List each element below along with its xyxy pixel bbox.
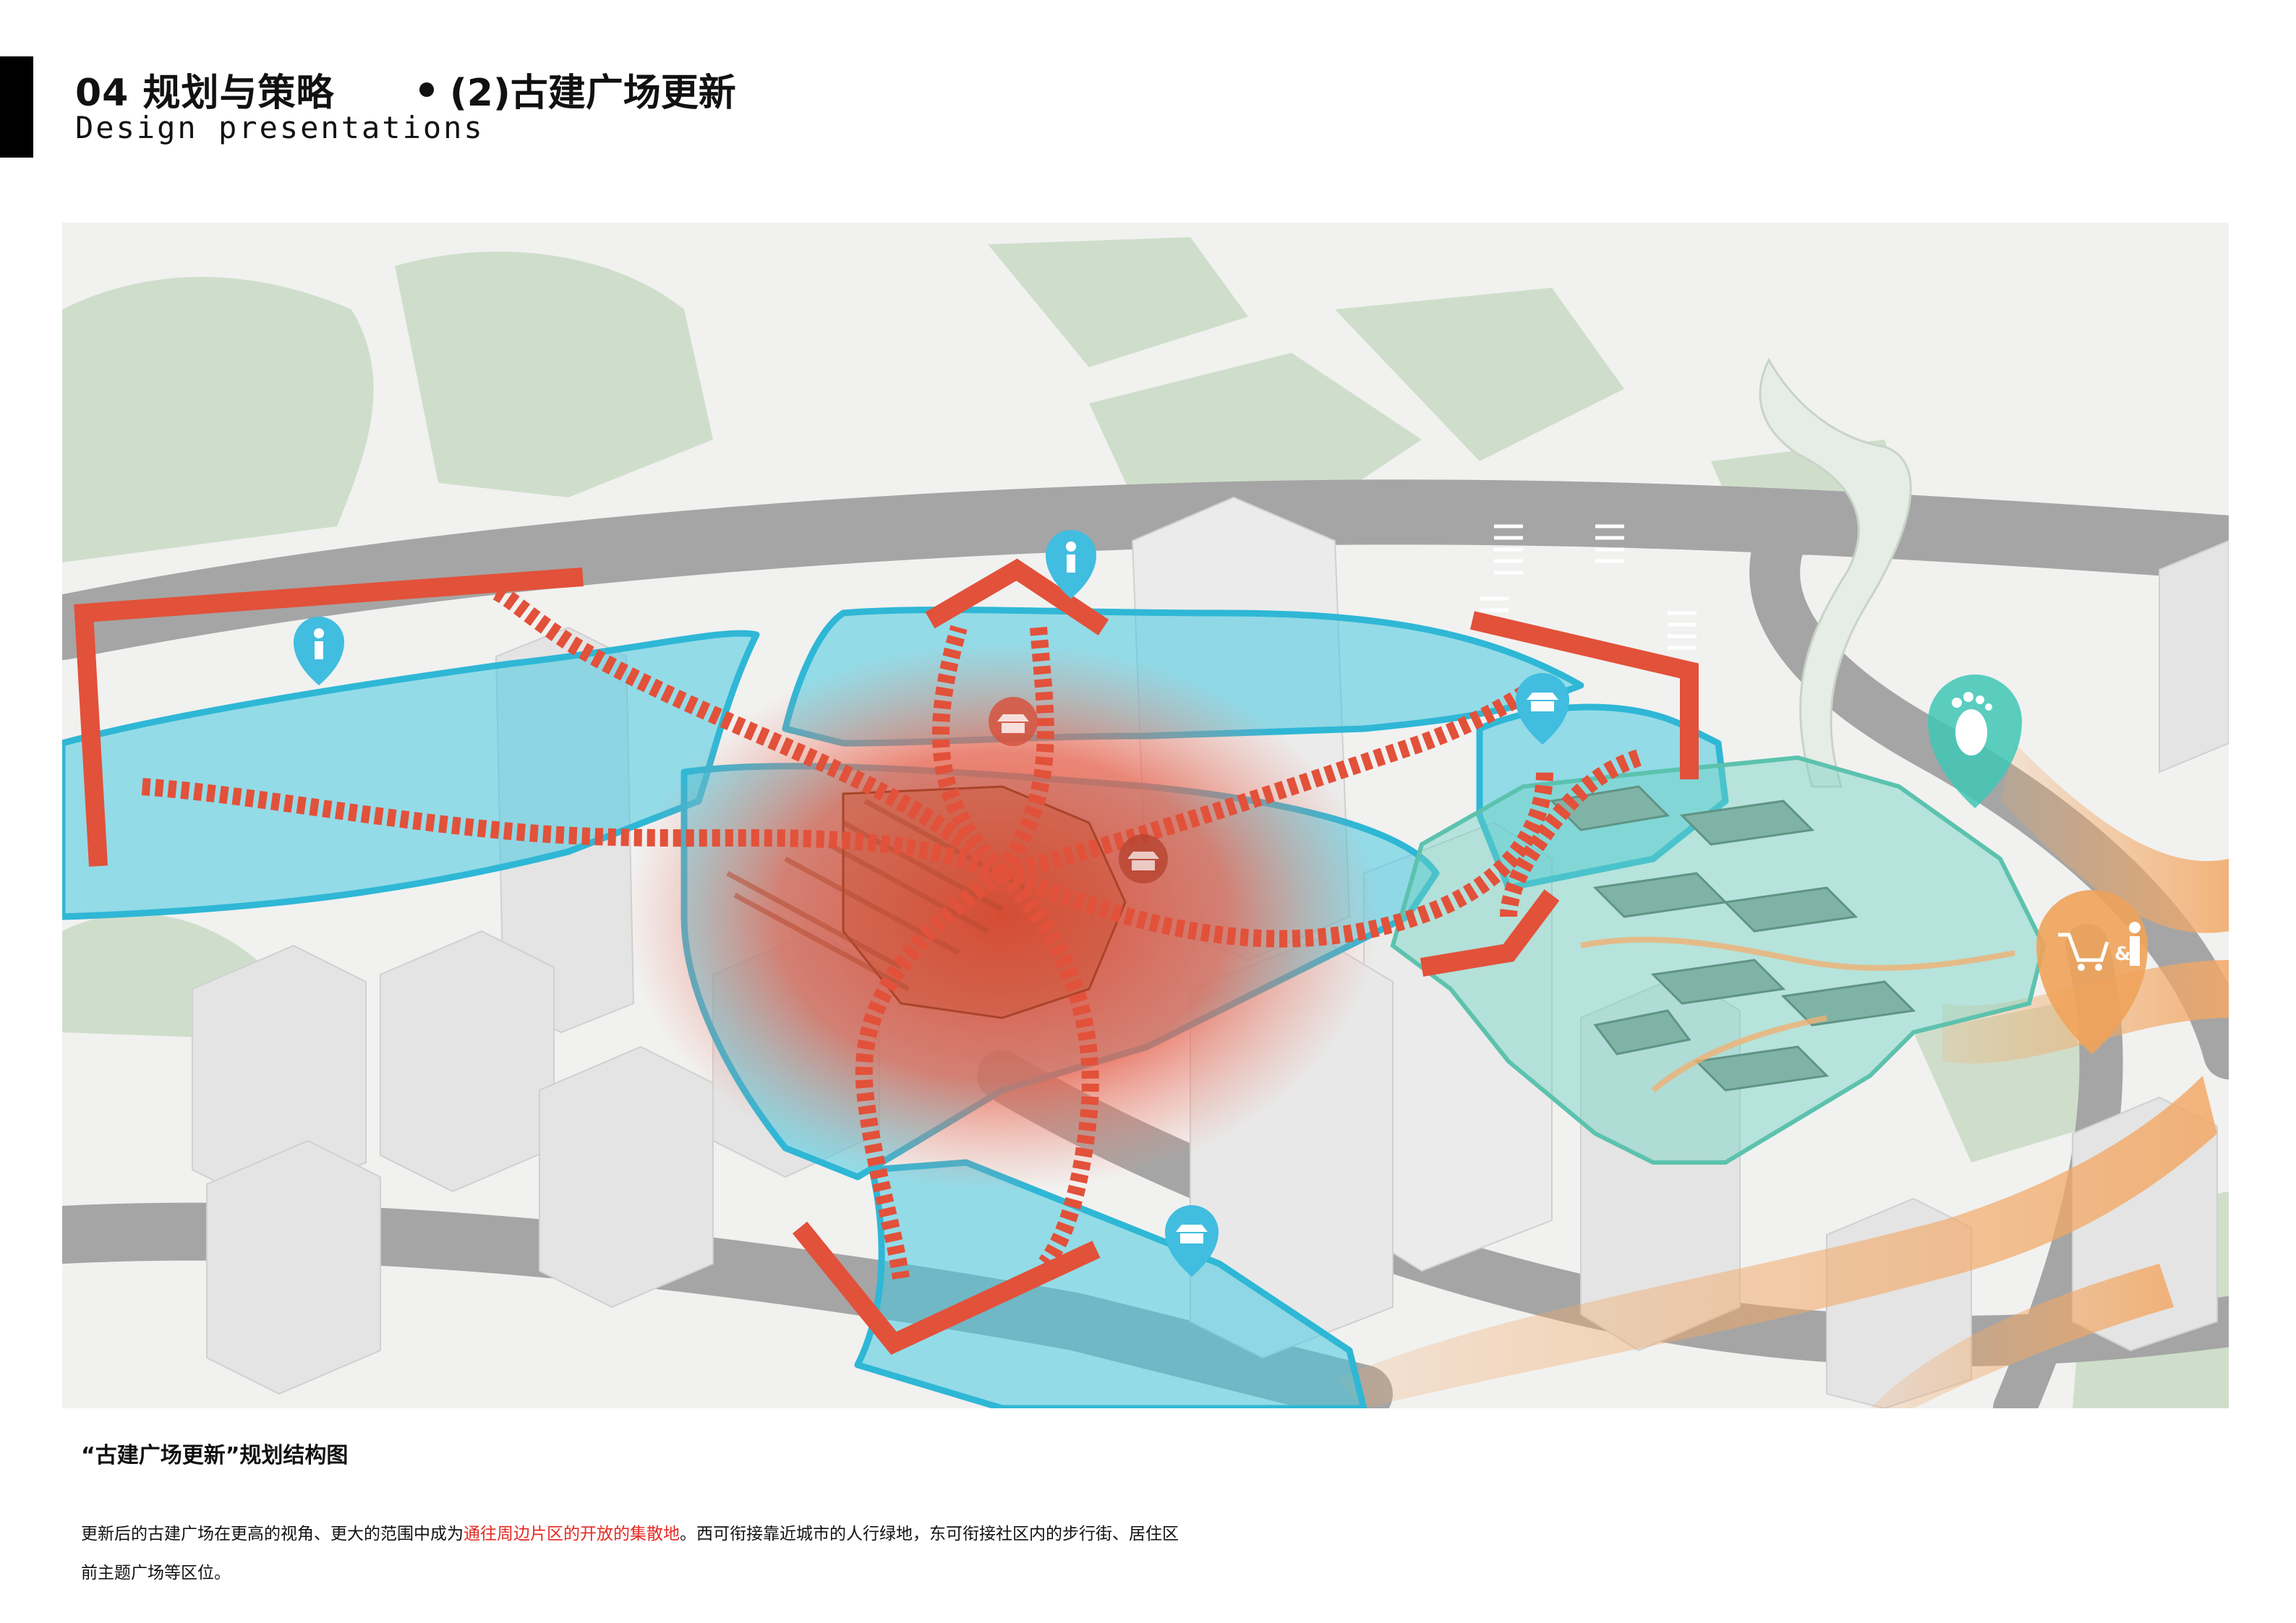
description-part2: 。西可衔接靠近城市的人行绿地，东可衔接社区内的步行街、居住区前主题广场等区位。 <box>81 1525 1179 1583</box>
boundary-brackets <box>74 558 1699 1356</box>
section-marker-bar <box>0 56 33 158</box>
section-title: 04 规划与策略 <box>75 72 335 115</box>
heritage-marker-south <box>1165 1205 1219 1277</box>
description-highlight: 通往周边片区的开放的集散地 <box>464 1525 680 1543</box>
bullet-dot <box>419 82 434 97</box>
description-part1: 更新后的古建广场在更高的视角、更大的范围中成为 <box>81 1525 464 1543</box>
english-title: Design presentations <box>75 110 485 145</box>
heritage-marker-north <box>989 697 1038 746</box>
section-subtitle-text: (2)古建广场更新 <box>450 72 736 115</box>
sculpture <box>1759 357 1912 788</box>
planning-structure-map: & <box>62 223 2229 1408</box>
core-red-glow <box>626 642 1378 1191</box>
shopping-ampersand: & <box>2114 943 2131 965</box>
heritage-marker-east <box>1516 673 1569 745</box>
heritage-marker-center <box>1119 834 1168 883</box>
figure-caption: “古建广场更新”规划结构图 <box>81 1443 349 1468</box>
shopping-marker: & <box>2036 890 2148 1054</box>
crosswalks <box>1480 524 1697 650</box>
west-green-zone <box>62 630 760 920</box>
pedestrian-marker-west <box>294 617 344 685</box>
community-block <box>1390 755 2047 1165</box>
footprint-marker <box>1928 675 2022 808</box>
radiating-connections <box>141 583 1642 1280</box>
section-subtitle: (2)古建广场更新 <box>419 62 736 116</box>
pedestrian-marker-north <box>1046 530 1096 599</box>
description-paragraph: 更新后的古建广场在更高的视角、更大的范围中成为通往周边片区的开放的集散地。西可衔… <box>81 1515 1180 1593</box>
